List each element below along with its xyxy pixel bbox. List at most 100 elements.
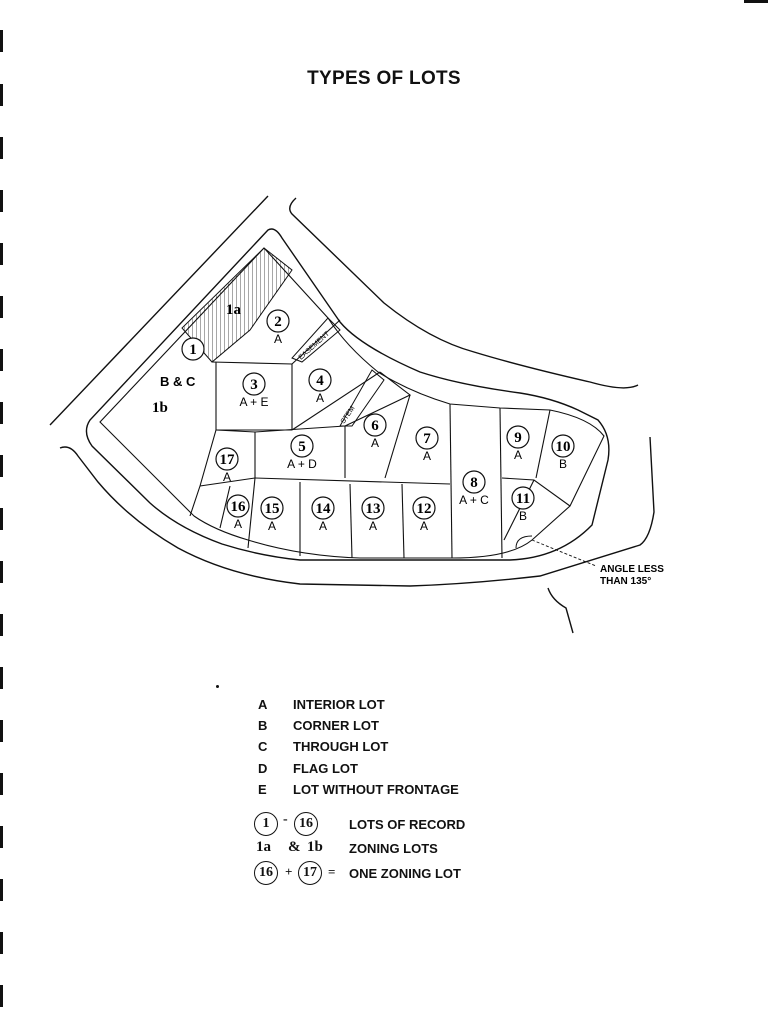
- legend-code: D: [258, 761, 268, 776]
- scan-mark: [0, 614, 3, 636]
- lot-type-label: B: [559, 457, 567, 471]
- lot-marker-2: 2A: [266, 309, 290, 346]
- lot-number: 17: [220, 452, 236, 468]
- lot-circle: [415, 426, 439, 450]
- scan-mark: [0, 985, 3, 1007]
- zoning-lot-1a-label: 1a: [226, 302, 242, 318]
- lot-number: 8: [470, 475, 478, 491]
- lot-number: 4: [316, 373, 324, 389]
- scan-mark: [0, 30, 3, 52]
- lot-circle: [551, 434, 575, 458]
- lot-marker-16: 16A: [226, 494, 250, 531]
- lot-number: 5: [298, 439, 306, 455]
- lot-type-label: A: [420, 519, 428, 533]
- lot-marker-17: 17A: [215, 447, 239, 484]
- scan-mark: [0, 561, 3, 583]
- legend-code: C: [258, 739, 268, 754]
- lot-number: 14: [316, 501, 332, 517]
- lot-circle: [363, 413, 387, 437]
- scan-mark: [0, 190, 3, 212]
- lot-circle: [242, 372, 266, 396]
- lot-marker-15: 15A: [260, 496, 284, 533]
- lot-type-label: A + C: [459, 493, 489, 507]
- lot-marker-9: 9A: [506, 425, 530, 462]
- lot-number: 2: [274, 314, 282, 330]
- stem-strip: [339, 369, 385, 427]
- lot-number: 15: [265, 501, 280, 517]
- lot-number: 10: [556, 439, 571, 455]
- legend-code: E: [258, 782, 267, 797]
- scan-mark: [0, 349, 3, 371]
- plus-symbol: +: [285, 864, 293, 879]
- lot-marker-14: 14A: [311, 496, 335, 533]
- lot-marker-13: 13A: [361, 496, 385, 533]
- lot-circle: [226, 494, 250, 518]
- bullet-dot: [216, 685, 219, 688]
- lot-circle: [290, 434, 314, 458]
- lot-type-label: A: [268, 519, 276, 533]
- page-title: TYPES OF LOTS: [307, 68, 461, 89]
- lot-number: 6: [371, 418, 379, 434]
- lot-marker-6: 6A: [363, 413, 387, 450]
- scan-mark: [0, 879, 3, 901]
- legend-desc: THROUGH LOT: [293, 739, 389, 754]
- key-desc: ONE ZONING LOT: [349, 866, 461, 881]
- lot-circle-17: 17: [298, 861, 322, 885]
- lot-circle: [361, 496, 385, 520]
- easement-strip: [291, 317, 341, 363]
- scan-mark: [0, 296, 3, 318]
- lot-circle-16: 16: [254, 861, 278, 885]
- scan-mark: [0, 667, 3, 689]
- lot-boundaries: [99, 247, 605, 559]
- lot-number: 3: [250, 377, 258, 393]
- lot-circle: [181, 337, 205, 361]
- lot-circle: [511, 486, 535, 510]
- legend-desc: CORNER LOT: [293, 718, 379, 733]
- scan-mark: [0, 402, 3, 424]
- lot-1a-hatched: [181, 247, 293, 363]
- lot-type-label: A: [514, 448, 522, 462]
- key-desc: ZONING LOTS: [349, 841, 438, 856]
- lot-circle: [266, 309, 290, 333]
- scan-mark: [0, 826, 3, 848]
- lot-number: 16: [231, 499, 247, 515]
- lot-type-label: A: [223, 470, 231, 484]
- angle-note-line2: THAN 135°: [600, 576, 651, 587]
- lot-circle: [308, 368, 332, 392]
- lot-type-label: B: [519, 509, 527, 523]
- lot-type-label: A: [316, 391, 324, 405]
- lot-marker-7: 7A: [415, 426, 439, 463]
- scan-mark: [0, 84, 3, 106]
- legend-desc: LOT WITHOUT FRONTAGE: [293, 782, 459, 797]
- lot-type-label: A: [369, 519, 377, 533]
- lot-number: 12: [417, 501, 432, 517]
- lot-marker-3: 3A + E: [239, 372, 269, 409]
- scan-mark: [0, 243, 3, 265]
- lot-marker-5: 5A + D: [287, 434, 317, 471]
- angle-leader: [531, 539, 597, 567]
- lot-number: 9: [514, 430, 522, 446]
- lot-type-label: A: [423, 449, 431, 463]
- zoning-lot-1b-label: 1b: [152, 400, 168, 416]
- scan-mark: [0, 932, 3, 954]
- ampersand-symbol: &: [288, 839, 301, 855]
- lot-marker-8: 8 A + C: [459, 470, 489, 507]
- lot-type-label: A: [234, 517, 242, 531]
- lot-circle-16: 16: [294, 812, 318, 836]
- legend-code: A: [258, 697, 268, 712]
- lot-marker-12: 12A: [412, 496, 436, 533]
- scan-mark: [0, 137, 3, 159]
- zoning-symbol-1b: 1b: [307, 839, 323, 855]
- scan-mark: [0, 720, 3, 742]
- legend-desc: INTERIOR LOT: [293, 697, 385, 712]
- lot-1-type-label: B & C: [160, 374, 196, 389]
- lot-marker-10: 10B: [551, 434, 575, 471]
- scan-mark: [744, 0, 768, 3]
- scan-mark: [0, 455, 3, 477]
- key-desc: LOTS OF RECORD: [349, 817, 466, 832]
- lot-number: 13: [366, 501, 381, 517]
- lot-circle: [215, 447, 239, 471]
- lot-marker-11: 11B: [511, 486, 535, 523]
- legend-code: B: [258, 718, 268, 733]
